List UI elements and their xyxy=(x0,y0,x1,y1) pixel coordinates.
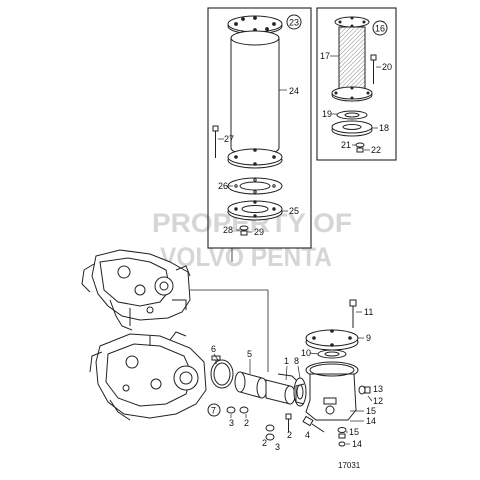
end-cover-25 xyxy=(227,200,283,221)
label-1: 1 xyxy=(284,356,289,366)
drawing-number: 17031 xyxy=(338,461,361,470)
label-8: 8 xyxy=(294,356,299,366)
label-28: 28 xyxy=(223,225,233,235)
engine-lower-view xyxy=(89,331,207,421)
callout-7: 7 xyxy=(211,406,216,416)
label-27: 27 xyxy=(224,134,234,144)
label-12: 12 xyxy=(373,396,383,406)
bolt-27 xyxy=(212,125,219,158)
label-29: 29 xyxy=(254,227,264,237)
label-9: 9 xyxy=(366,333,371,343)
label-5: 5 xyxy=(247,349,252,359)
connection-leader xyxy=(190,248,269,372)
plug-21 xyxy=(355,142,365,153)
gasket-10 xyxy=(317,349,347,359)
label-22: 22 xyxy=(371,145,381,155)
washer-set-7 xyxy=(226,406,249,414)
label-15b: 15 xyxy=(349,427,359,437)
label-14a: 14 xyxy=(366,416,376,426)
watermark-line-2: VOLVO PENTA xyxy=(160,242,332,272)
bolt-20 xyxy=(370,54,377,84)
clamp-6 xyxy=(210,355,234,389)
label-4: 4 xyxy=(305,430,310,440)
insert-bottom-ring xyxy=(331,86,373,102)
cooler-body-cylinder xyxy=(230,30,280,156)
label-24: 24 xyxy=(289,86,299,96)
drain-plug-15 xyxy=(337,427,347,447)
leader-lines-left xyxy=(218,89,288,233)
hose-5 xyxy=(234,371,268,399)
label-3a: 3 xyxy=(229,418,234,428)
label-14b: 14 xyxy=(352,439,362,449)
inset-box-left: 23 xyxy=(207,7,312,249)
label-2a: 2 xyxy=(244,418,249,428)
label-20: 20 xyxy=(382,62,392,72)
body-bottom-flange xyxy=(227,148,283,169)
callout-23: 23 xyxy=(289,18,299,28)
gasket-19 xyxy=(336,110,368,120)
label-2c: 2 xyxy=(287,430,292,440)
engine-upper-view xyxy=(81,249,191,331)
label-19: 19 xyxy=(322,109,332,119)
gasket-26 xyxy=(227,177,283,195)
drain-plug-28 xyxy=(239,225,249,236)
bolt-set-lower xyxy=(265,413,325,441)
label-15a: 15 xyxy=(366,406,376,416)
side-plug-13 xyxy=(358,385,371,395)
label-2b: 2 xyxy=(262,438,267,448)
callout-circle-16 xyxy=(372,20,388,36)
label-13: 13 xyxy=(373,384,383,394)
label-25: 25 xyxy=(289,206,299,216)
label-18: 18 xyxy=(379,123,389,133)
leader-lines-right xyxy=(330,55,381,151)
label-11: 11 xyxy=(364,307,373,317)
insert-tube-17 xyxy=(338,26,366,91)
pipe-1 xyxy=(265,373,301,405)
callout-circle-7 xyxy=(207,403,221,417)
bolt-11 xyxy=(349,299,357,328)
label-3b: 3 xyxy=(275,442,280,452)
inset-box-right: 16 xyxy=(316,7,397,161)
housing-body xyxy=(295,361,359,421)
label-21: 21 xyxy=(341,140,351,150)
insert-top-ring xyxy=(334,16,370,28)
callout-circle-23 xyxy=(286,14,302,30)
cover-18 xyxy=(331,120,373,137)
label-26: 26 xyxy=(218,181,228,191)
callout-6: 6 xyxy=(211,344,216,354)
callout-16: 16 xyxy=(375,24,385,34)
housing-cover-9 xyxy=(305,329,359,351)
label-17: 17 xyxy=(320,51,330,61)
label-10: 10 xyxy=(301,348,311,358)
